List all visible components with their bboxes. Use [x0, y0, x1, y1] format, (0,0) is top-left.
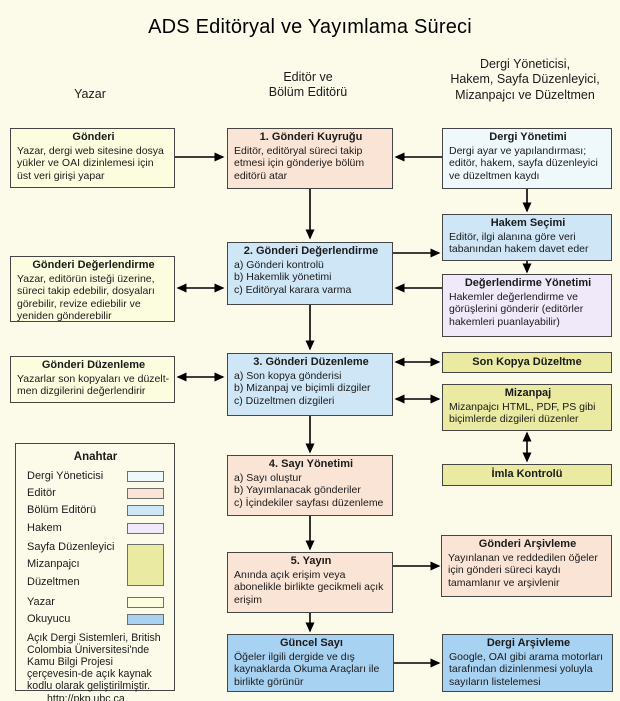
box-degerlendirme-yonetimi: Değerlendirme Yönetimi Hakemler değerlen… — [442, 274, 612, 337]
box-title: Hakem Seçimi — [490, 217, 566, 229]
legend-label: Hakem — [27, 521, 62, 534]
legend-label: Editör — [27, 487, 56, 500]
legend-footnote: Açık Dergi Sistemleri, British Colombia … — [27, 631, 161, 692]
box-body: a) Sayı oluştur b) Yayımlanacak gönderil… — [234, 471, 384, 509]
box-title: 2. Gönderi Değerlendirme — [243, 245, 379, 257]
legend: Anahtar Dergi Yöneticisi Editör Bölüm Ed… — [15, 443, 175, 701]
box-title: Gönderi Düzenleme — [41, 359, 146, 371]
box-step5-yayin: 5. Yayın Anında açık erişim veya aboneli… — [227, 552, 393, 613]
box-title: Mizanpaj — [504, 387, 552, 399]
box-guncel-sayi: Güncel Sayı Öğeler ilgili dergide ve dış… — [227, 634, 394, 692]
legend-title: Anahtar — [73, 451, 118, 463]
pkp-url: http://pkp.ubc.ca — [47, 692, 125, 701]
column-header-yazar: Yazar — [74, 87, 106, 101]
column-header-dergi-roller: Dergi Yöneticisi, Hakem, Sayfa Düzenleyi… — [450, 57, 600, 102]
box-body: Google, OAI gibi arama motorları tarafın… — [449, 650, 604, 688]
box-step3-gonderi-duzenleme: 3. Gönderi Düzenleme a) Son kopya gönder… — [227, 353, 393, 416]
legend-label: Bölüm Editörü — [27, 504, 97, 517]
box-title: Güncel Sayı — [280, 637, 343, 649]
box-title: 5. Yayın — [290, 555, 332, 567]
legend-item-dizgi-rolleri: Sayfa Düzenleyici Mizanpajcı Düzeltmen — [27, 539, 164, 592]
box-title: Gönderi Değerlendirme — [32, 259, 155, 271]
box-title: Gönderi — [72, 131, 115, 143]
box-body: Editör, ilgi alanına göre veri tabanında… — [449, 230, 589, 256]
legend-label: Dergi Yöneticisi — [27, 470, 104, 482]
box-body: Anında açık erişim veya abonelikle birli… — [234, 568, 384, 606]
box-step1-gonderi-kuyrugu: 1. Gönderi Kuyruğu Editör, editöryal sür… — [227, 128, 393, 189]
legend-swatch-dizgi — [127, 544, 164, 587]
box-gonderi-arsivleme: Gönderi Arşivleme Yayınlanan ve reddedil… — [441, 535, 612, 597]
box-body: Dergi ayar ve yapılandırması; editör, ha… — [449, 144, 598, 182]
box-body: Mizanpajcı HTML, PDF, PS gibi biçimlerde… — [449, 400, 596, 426]
column-header-editor: Editör ve Bölüm Editörü — [268, 70, 348, 100]
box-body: a) Son kopya gönderisi b) Mizanpaj ve bi… — [234, 369, 371, 407]
box-dergi-arsivleme: Dergi Arşivleme Google, OAI gibi arama m… — [442, 634, 613, 692]
legend-item-editor: Editör — [27, 487, 164, 500]
box-title: 1. Gönderi Kuyruğu — [259, 131, 363, 143]
legend-item-okuyucu: Okuyucu — [27, 613, 164, 626]
box-title: Gönderi Arşivleme — [478, 538, 577, 550]
box-title: 3. Gönderi Düzenleme — [253, 356, 369, 368]
box-step2-gonderi-degerlendirme: 2. Gönderi Değerlendirme a) Gönderi kont… — [227, 242, 393, 305]
legend-swatch-yazar — [127, 596, 164, 608]
legend-swatch-hakem — [127, 522, 164, 534]
box-gonderi-degerlendirme-yazar: Gönderi Değerlendirme Yazar, editörün is… — [10, 256, 175, 322]
box-body: Yazarlar son kopyaları ve düzelt-men diz… — [17, 372, 170, 398]
box-title: 4. Sayı Yönetimi — [268, 458, 354, 470]
box-hakem-secimi: Hakem Seçimi Editör, ilgi alanına göre v… — [442, 214, 612, 261]
box-body: Yazar, dergi web sitesine dosya yükler v… — [17, 144, 164, 182]
box-title: Değerlendirme Yönetimi — [464, 277, 592, 289]
legend-item-hakem: Hakem — [27, 522, 164, 535]
box-title: Son Kopya Düzeltme — [472, 355, 582, 368]
legend-item-yazar: Yazar — [27, 596, 164, 609]
legend-label: Sayfa Düzenleyici Mizanpajcı Düzeltmen — [27, 540, 115, 588]
box-dergi-yonetimi: Dergi Yönetimi Dergi ayar ve yapılandırm… — [442, 128, 612, 189]
box-body: Hakemler değerlendirme ve görüşlerini gö… — [449, 290, 584, 328]
box-body: Yazar, editörün isteği üzerine, süreci t… — [17, 272, 155, 322]
box-mizanpaj: Mizanpaj Mizanpajcı HTML, PDF, PS gibi b… — [442, 384, 612, 431]
box-title: Dergi Arşivleme — [486, 637, 571, 649]
box-imla-kontrolu: İmla Kontrolü — [442, 464, 612, 486]
legend-swatch-okuyucu — [127, 613, 164, 625]
box-gonderi-duzenleme-yazar: Gönderi Düzenleme Yazarlar son kopyaları… — [10, 356, 175, 403]
box-body: Öğeler ilgili dergide ve dış kaynaklarda… — [234, 650, 380, 688]
box-son-kopya-duzeltme: Son Kopya Düzeltme — [442, 352, 612, 373]
box-title: Dergi Yönetimi — [489, 131, 567, 143]
legend-swatch-bolum-editoru — [127, 505, 164, 517]
box-step4-sayi-yonetimi: 4. Sayı Yönetimi a) Sayı oluştur b) Yayı… — [227, 455, 393, 516]
legend-swatch-editor — [127, 488, 164, 500]
legend-item-dergi-yoneticisi: Dergi Yöneticisi — [27, 470, 164, 483]
box-body: Editör, editöryal süreci takip etmesi iç… — [234, 144, 365, 182]
legend-item-bolum-editoru: Bölüm Editörü — [27, 504, 164, 517]
box-gonderi: Gönderi Yazar, dergi web sitesine dosya … — [10, 128, 175, 188]
box-body: Yayınlanan ve reddedilen öğeler için gön… — [448, 551, 598, 589]
legend-label: Yazar — [27, 595, 55, 608]
box-body: a) Gönderi kontrolü b) Hakemlik yönetimi… — [234, 258, 352, 296]
page-title: ADS Editöryal ve Yayımlama Süreci — [148, 16, 472, 38]
box-title: İmla Kontrolü — [491, 468, 563, 481]
legend-label: Okuyucu — [27, 612, 71, 625]
legend-swatch-dergi-yoneticisi — [127, 471, 164, 483]
